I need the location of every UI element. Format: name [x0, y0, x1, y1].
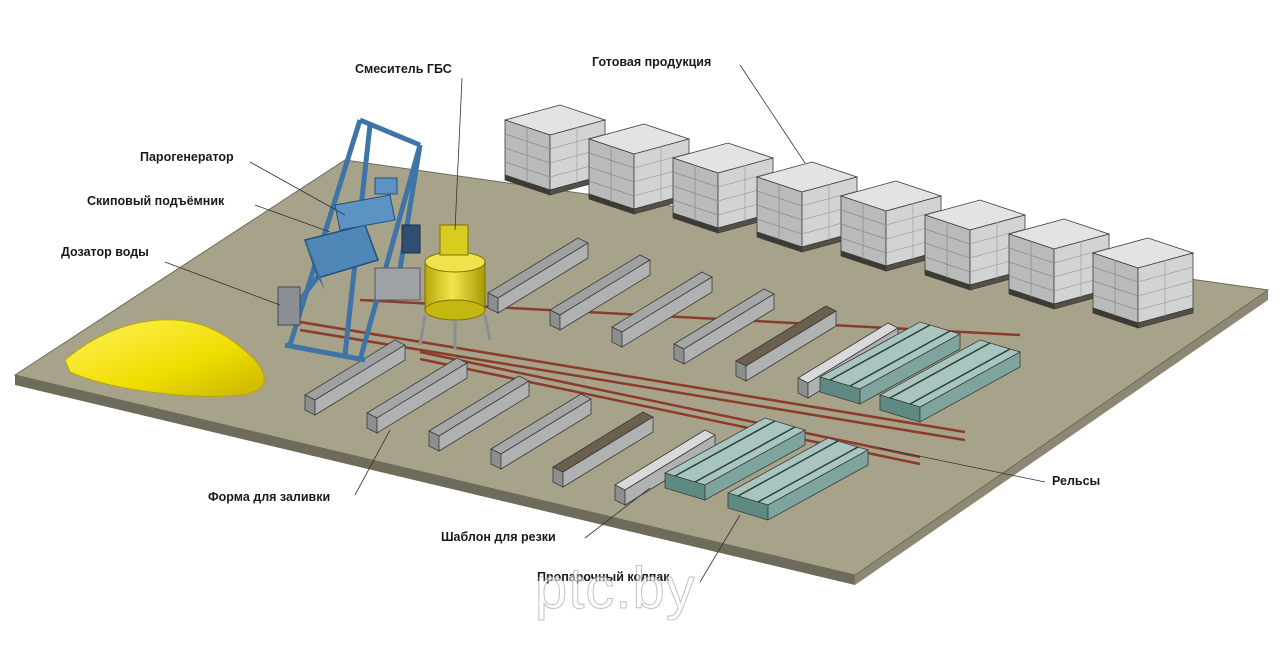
front-row-molds [304, 339, 716, 506]
steam-hoods [663, 321, 1022, 521]
sand-pile [64, 319, 265, 397]
casting-mold [735, 305, 837, 382]
casting-mold [490, 393, 592, 470]
rails-label: Рельсы [1052, 474, 1101, 488]
casting-mold [552, 411, 654, 488]
steam-hood [663, 417, 807, 501]
casting-mold [611, 271, 713, 348]
control-cabinet [401, 224, 421, 254]
cutting-template-label: Шаблон для резки [441, 530, 556, 544]
casting-mold [366, 357, 468, 434]
water-dispenser-label: Дозатор воды [61, 245, 149, 259]
skip-hoist-label: Скиповый подъёмник [87, 194, 225, 208]
mold-side [314, 344, 406, 416]
finished-products-stacks [503, 104, 1195, 329]
mold-side [497, 242, 589, 314]
steam-hood-label: Пропарочный колпак [537, 570, 670, 584]
hood-side [767, 449, 869, 521]
mold-side [376, 362, 468, 434]
mold-side [562, 416, 654, 488]
steam-generator-label: Парогенератор [140, 150, 234, 164]
mold-side [500, 398, 592, 470]
casting-mold [673, 288, 775, 365]
finished-products-label: Готовая продукция [592, 55, 712, 69]
steam-generator-unit [374, 267, 421, 301]
pallet-base-side [1137, 307, 1194, 329]
steam-hood [818, 321, 962, 405]
hoist-motor [374, 177, 398, 195]
mixer-label: Смеситель ГБС [355, 62, 452, 76]
steam-hood [878, 339, 1022, 423]
floor-side-right [855, 290, 1268, 585]
casting-mold [549, 254, 651, 331]
mold-side [745, 310, 837, 382]
casting-mold [487, 237, 589, 314]
skip-bucket [304, 194, 396, 290]
hood-side [859, 333, 961, 405]
floor-side [15, 375, 855, 585]
steam-hood [726, 437, 870, 521]
leader-lines [164, 64, 1046, 583]
mixer-tank [418, 224, 492, 350]
mold-side [621, 276, 713, 348]
casting-mold [304, 339, 406, 416]
hood-side [919, 351, 1021, 423]
water-dispenser [277, 286, 301, 326]
pallet-stack [1091, 237, 1195, 329]
mold-side [559, 259, 651, 331]
mold-side [683, 293, 775, 365]
pallet-stack [755, 161, 859, 253]
casting-mold [428, 375, 530, 452]
hood-side [704, 429, 806, 501]
casting-mold-label: Форма для заливки [208, 490, 331, 504]
mold-side [438, 380, 530, 452]
watermark: ptc.by [535, 556, 696, 622]
